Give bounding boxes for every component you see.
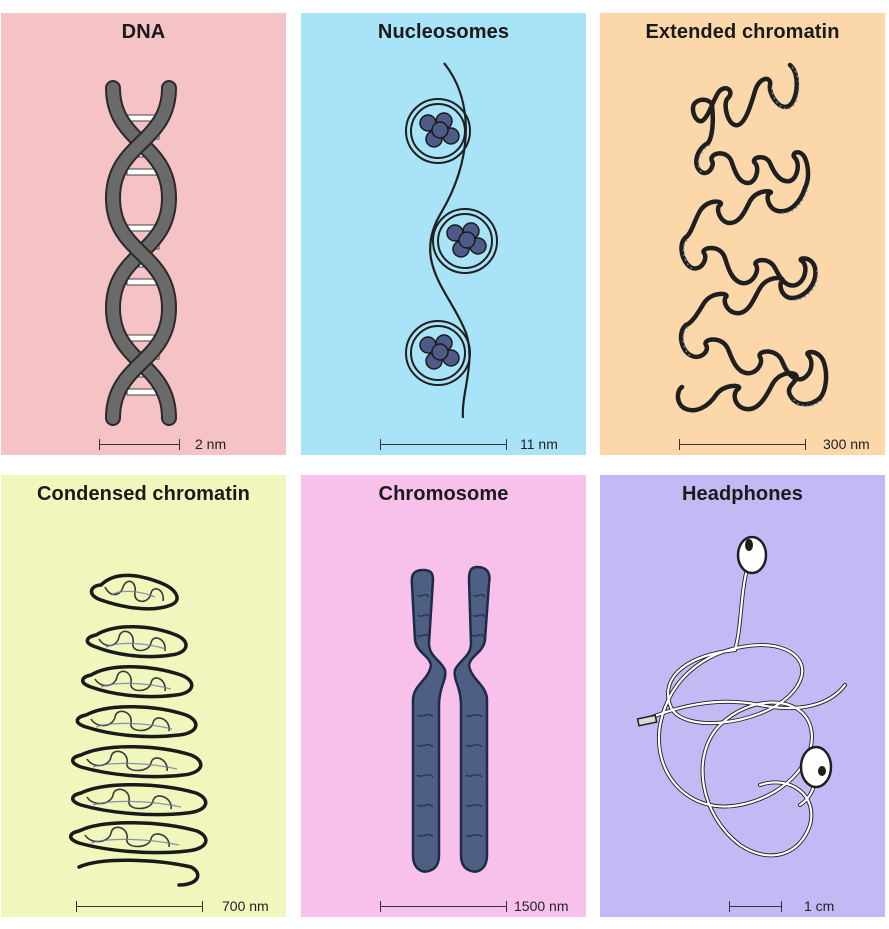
panel-headphones: Headphones 1 cm	[600, 475, 885, 917]
panel-condensed-chromatin: Condensed chromatin	[1, 475, 286, 917]
panel-title: Extended chromatin	[645, 21, 840, 43]
scale-bar: 300 nm	[679, 436, 884, 452]
earphones-icon	[636, 535, 847, 858]
chromosome-icon	[410, 565, 491, 873]
scale-label: 1500 nm	[514, 898, 569, 914]
scale-label: 700 nm	[222, 898, 269, 914]
panel-dna: DNA 2 nm	[1, 13, 286, 455]
scale-label: 1 cm	[804, 898, 835, 914]
panel-title: Nucleosomes	[377, 21, 510, 43]
panel-title: Condensed chromatin	[36, 483, 251, 505]
scale-label: 300 nm	[823, 436, 870, 452]
scale-bar: 2 nm	[99, 436, 239, 452]
panel-nucleosomes: Nucleosomes 11 nm	[301, 13, 586, 455]
scale-bar: 11 nm	[380, 436, 580, 452]
panel-extended-chromatin: Extended chromatin 300 nm	[600, 13, 885, 455]
scale-bar: 1 cm	[729, 898, 879, 914]
condensed-chromatin-icon	[69, 573, 208, 887]
dna-helix-icon	[104, 80, 178, 426]
scale-label: 2 nm	[195, 436, 227, 452]
scale-label: 11 nm	[520, 436, 558, 452]
extended-chromatin-icon	[675, 62, 829, 413]
panel-title: Chromosome	[378, 483, 509, 505]
scale-bar: 700 nm	[76, 898, 286, 914]
panel-chromosome: Chromosome 1500 nm	[301, 475, 586, 917]
panel-title: Headphones	[681, 483, 804, 505]
nucleosomes-icon	[405, 62, 498, 419]
panel-title: DNA	[121, 21, 166, 43]
scale-bar: 1500 nm	[380, 898, 585, 914]
